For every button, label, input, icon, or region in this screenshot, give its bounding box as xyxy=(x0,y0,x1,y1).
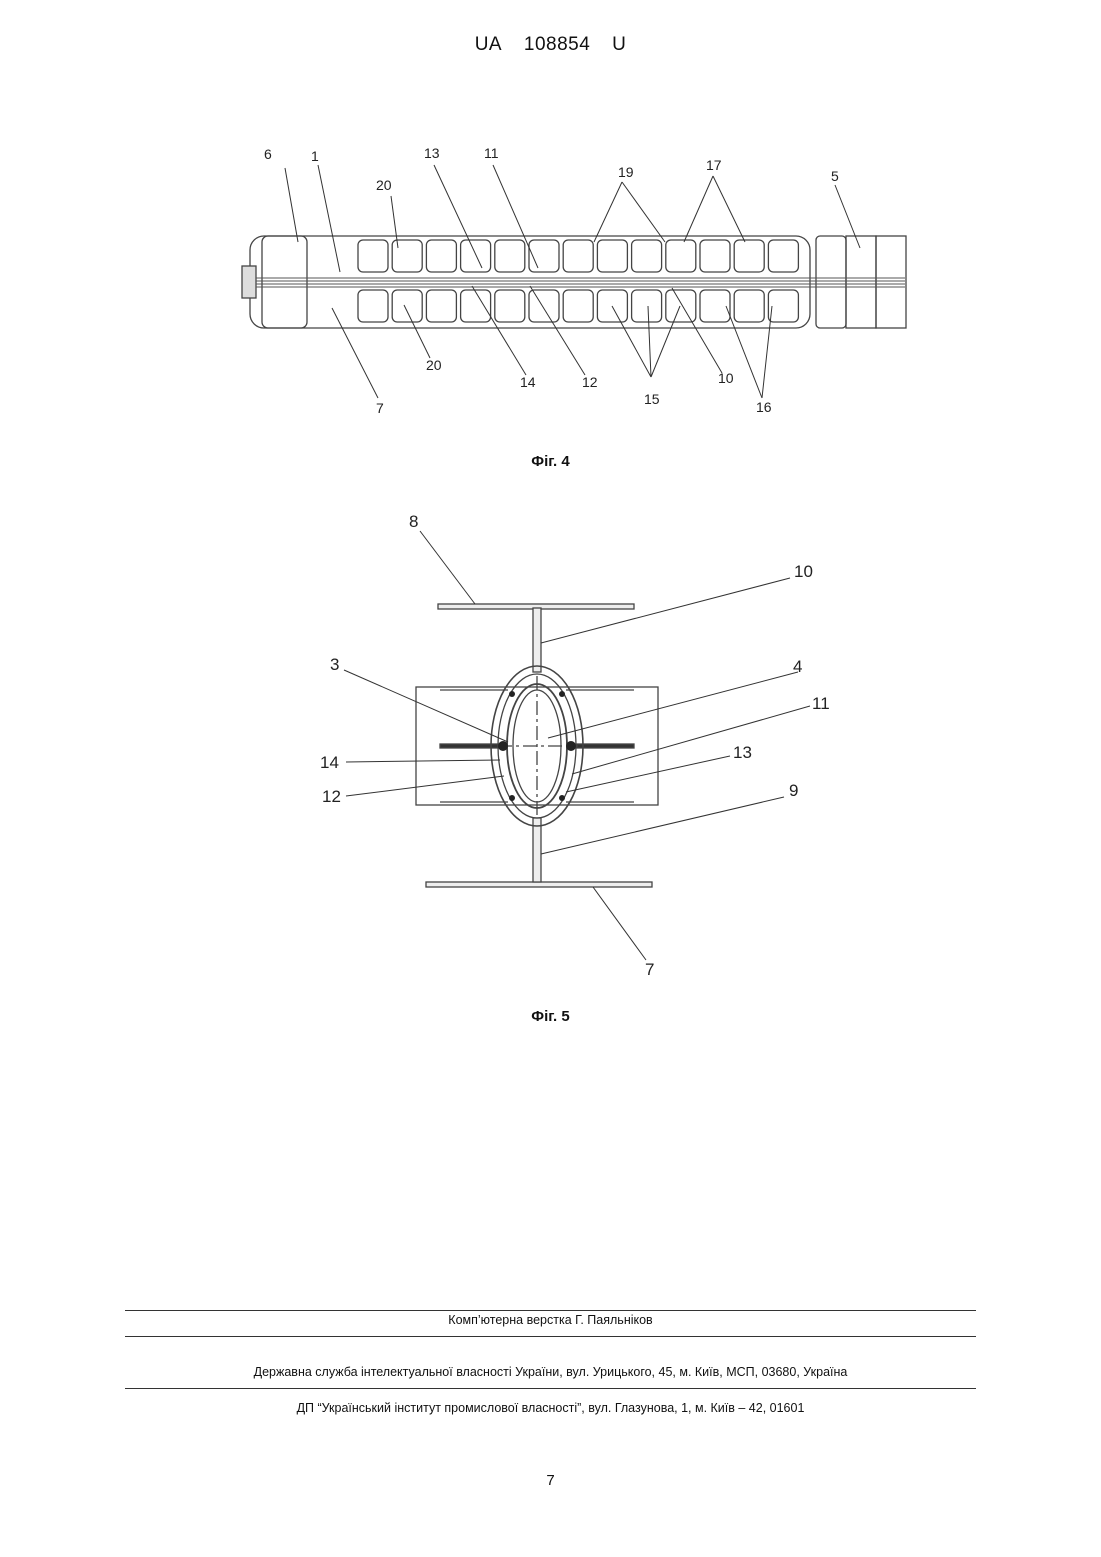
fig4-label-1: 1 xyxy=(311,148,319,164)
fig4-label-6: 6 xyxy=(264,146,272,162)
lower-block-segment xyxy=(734,290,764,322)
fig5-label-7: 7 xyxy=(645,960,654,979)
fig5-label-8: 8 xyxy=(409,512,418,531)
footer-rule-2 xyxy=(125,1336,976,1337)
figure-5-drawing: 8 10 3 4 11 14 13 12 9 7 xyxy=(0,500,1101,990)
fig4-label-20-bottom: 20 xyxy=(426,357,442,373)
fig4-label-16: 16 xyxy=(756,399,772,415)
fig4-label-17: 17 xyxy=(706,157,722,173)
header-number: 108854 xyxy=(524,34,590,55)
fig4-label-5: 5 xyxy=(831,168,839,184)
fig4-label-15: 15 xyxy=(644,391,660,407)
fig4-label-7: 7 xyxy=(376,400,384,416)
lower-block-segment xyxy=(392,290,422,322)
fig5-label-11: 11 xyxy=(812,694,830,713)
fig5-label-3: 3 xyxy=(330,655,339,674)
figure-4-caption: Фіг. 4 xyxy=(0,453,1101,470)
footer-agency: Державна служба інтелектуальної власност… xyxy=(0,1365,1101,1379)
footer-rule-1 xyxy=(125,1310,976,1311)
lower-block-segment xyxy=(495,290,525,322)
fig5-label-9: 9 xyxy=(789,781,798,800)
lower-block-segment xyxy=(426,290,456,322)
lower-block-segment xyxy=(666,290,696,322)
upper-block-segment xyxy=(632,240,662,272)
lower-block-segment xyxy=(563,290,593,322)
fig5-label-12: 12 xyxy=(322,787,341,806)
patent-header: UA 108854 U xyxy=(0,34,1101,56)
fig4-label-19: 19 xyxy=(618,164,634,180)
upper-block-segment xyxy=(426,240,456,272)
lower-block-segment xyxy=(358,290,388,322)
page-number: 7 xyxy=(0,1472,1101,1489)
lower-block-segment xyxy=(461,290,491,322)
upper-block-segment xyxy=(563,240,593,272)
fig4-label-14: 14 xyxy=(520,374,536,390)
footer-institute: ДП “Український інститут промислової вла… xyxy=(0,1401,1101,1415)
footer-layout-credit: Комп’ютерна верстка Г. Паяльніков xyxy=(0,1313,1101,1327)
fig5-label-4: 4 xyxy=(793,657,802,676)
upper-block-segment xyxy=(495,240,525,272)
upper-block-segment xyxy=(768,240,798,272)
upper-block-segment xyxy=(358,240,388,272)
lower-block-segment xyxy=(700,290,730,322)
figure-4-drawing: 6 1 20 13 11 19 17 5 20 7 14 12 15 10 16 xyxy=(0,130,1101,430)
fig4-label-20-top: 20 xyxy=(376,177,392,193)
fig4-label-13: 13 xyxy=(424,145,440,161)
lower-block-segment xyxy=(529,290,559,322)
upper-block-segment xyxy=(666,240,696,272)
upper-block-segment xyxy=(700,240,730,272)
header-kind: U xyxy=(612,34,626,55)
upper-block-segment xyxy=(461,240,491,272)
footer-rule-3 xyxy=(125,1388,976,1389)
fig4-label-11: 11 xyxy=(484,145,499,161)
fig5-label-14: 14 xyxy=(320,753,339,772)
fig5-label-10: 10 xyxy=(794,562,813,581)
fig5-label-13: 13 xyxy=(733,743,752,762)
header-country: UA xyxy=(475,34,502,55)
lower-block-segment xyxy=(768,290,798,322)
fig4-label-10: 10 xyxy=(718,370,734,386)
upper-block-segment xyxy=(597,240,627,272)
lower-block-segment xyxy=(632,290,662,322)
upper-block-segment xyxy=(734,240,764,272)
upper-block-segment xyxy=(529,240,559,272)
upper-block-segment xyxy=(392,240,422,272)
figure-5-caption: Фіг. 5 xyxy=(0,1008,1101,1025)
fig4-label-12: 12 xyxy=(582,374,598,390)
